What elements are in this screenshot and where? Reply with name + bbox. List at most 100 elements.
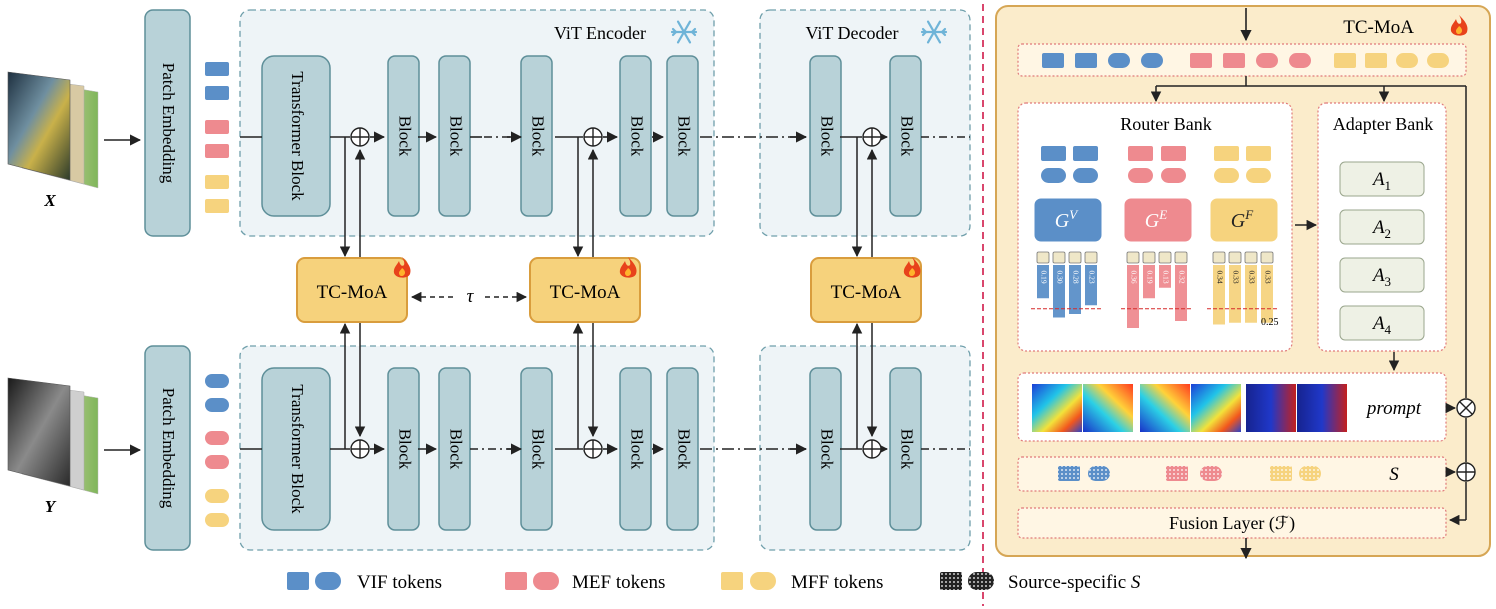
adapter-3: A3	[1339, 257, 1425, 293]
adapter-label: A2	[1371, 217, 1391, 241]
legend-mff: MFF tokens	[791, 572, 883, 593]
block-label: Block	[898, 429, 917, 470]
block-bottom-1: Block	[387, 367, 420, 531]
block-bottom-4: Block	[619, 367, 652, 531]
token-row-tokens	[1042, 53, 1449, 68]
tau-label: τ	[467, 286, 475, 307]
flame-icon	[1450, 15, 1468, 36]
adapter-sub: 1	[1385, 178, 1392, 193]
oplus-icon	[350, 127, 370, 147]
oplus-icon	[583, 439, 603, 459]
block-bottom-2: Block	[438, 367, 471, 531]
vit-encoder-bottom-frame	[239, 345, 715, 551]
router-sup: E	[1158, 207, 1167, 222]
tcmoa-module-2-label: TC-MoA	[550, 282, 621, 303]
weight-box	[1158, 251, 1172, 264]
vit-decoder-title: ViT Decoder	[805, 23, 898, 43]
block-bottom-7: Block	[889, 367, 922, 531]
patch-embedding-top-label: Patch Embedding	[159, 63, 178, 184]
adapter-base: A	[1371, 313, 1385, 334]
vit-encoder-top-frame	[239, 9, 715, 237]
oplus-icon	[862, 439, 882, 459]
block-label: Block	[529, 429, 548, 470]
adapter-label: A4	[1371, 313, 1392, 337]
block-label: Block	[628, 116, 647, 157]
adapter-label: A3	[1371, 265, 1391, 289]
vit-encoder-title: ViT Encoder	[554, 23, 646, 43]
adapter-base: A	[1371, 169, 1385, 190]
flame-icon	[903, 257, 921, 278]
router-base: G	[1231, 210, 1246, 232]
block-top-4: Block	[619, 55, 652, 217]
weight-box	[1068, 251, 1082, 264]
weight-bar	[1143, 265, 1155, 299]
transformer-block-top-label: Transformer Block	[288, 71, 307, 201]
block-top-1: Block	[387, 55, 420, 217]
weight-value: 0.33	[1247, 270, 1256, 283]
block-label: Block	[447, 429, 466, 470]
transformer-block-bottom-label: Transformer Block	[288, 384, 307, 514]
prompt-heatmaps	[1032, 384, 1347, 432]
y-label: Y	[45, 497, 57, 516]
flame-icon	[619, 257, 637, 278]
tcmoa-module-3-label: TC-MoA	[831, 282, 902, 303]
router-branch-arrows	[1150, 76, 1467, 526]
adapter-base: A	[1371, 217, 1385, 238]
block-bottom-6: Block	[809, 367, 842, 531]
tcmoa-panel-title: TC-MoA	[1343, 17, 1414, 38]
adapter-bank-title: Adapter Bank	[1333, 114, 1433, 134]
block-top-7: Block	[889, 55, 922, 217]
vit-decoder-top-frame	[759, 9, 971, 237]
fusion-layer-label: Fusion Layer (ℱ)	[1169, 513, 1295, 534]
oplus-icon	[350, 439, 370, 459]
block-label: Block	[628, 429, 647, 470]
oplus-icon	[862, 127, 882, 147]
block-top-2: Block	[438, 55, 471, 217]
prompt-label: prompt	[1365, 398, 1422, 419]
block-label: Block	[396, 116, 415, 157]
block-label: Block	[447, 116, 466, 157]
weight-box	[1036, 251, 1050, 264]
adapter-sub: 2	[1385, 226, 1392, 241]
weight-value: 0.23	[1087, 270, 1096, 283]
tcmoa-module-2: TC-MoA	[529, 257, 641, 323]
router-sup: F	[1244, 207, 1254, 222]
adapter-base: A	[1371, 265, 1385, 286]
tcmoa-module-1: TC-MoA	[296, 257, 408, 323]
block-label: Block	[818, 429, 837, 470]
weight-box	[1174, 251, 1188, 264]
router-label: GV	[1055, 207, 1079, 232]
block-label: Block	[818, 116, 837, 157]
weight-value: 0.19	[1145, 270, 1154, 283]
router-bank-title: Router Bank	[1120, 114, 1212, 134]
weight-bar	[1159, 265, 1171, 288]
transformer-block-top: Transformer Block	[261, 55, 331, 217]
patch-embedding-bottom-label: Patch Embedding	[159, 388, 178, 509]
legend-vif: VIF tokens	[357, 572, 442, 593]
token-stack-bottom	[205, 374, 229, 527]
weight-box	[1084, 251, 1098, 264]
weight-value: 0.36	[1129, 270, 1138, 283]
oplus-icons	[350, 127, 882, 459]
input-y: Y	[7, 377, 99, 516]
patch-embedding-top: Patch Embedding	[144, 9, 191, 237]
block-label: Block	[396, 429, 415, 470]
oplus-icon	[583, 127, 603, 147]
weight-value: 0.33	[1263, 270, 1272, 283]
weight-bar	[1213, 265, 1225, 325]
flame-icon	[393, 257, 411, 278]
threshold-label: 0.25	[1261, 317, 1279, 328]
block-bottom-5: Block	[666, 367, 699, 531]
weight-box	[1244, 251, 1258, 264]
transformer-block-bottom: Transformer Block	[261, 367, 331, 531]
weight-box	[1260, 251, 1274, 264]
otimes-icon	[1456, 398, 1476, 418]
weight-bar	[1245, 265, 1257, 323]
x-label: X	[43, 191, 56, 210]
legend: VIF tokens MEF tokens MFF tokens Source-…	[287, 572, 1141, 593]
legend-source-var: S	[1131, 572, 1141, 593]
router-sup: V	[1069, 207, 1079, 222]
router-base: G	[1055, 210, 1070, 232]
weight-box	[1052, 251, 1066, 264]
